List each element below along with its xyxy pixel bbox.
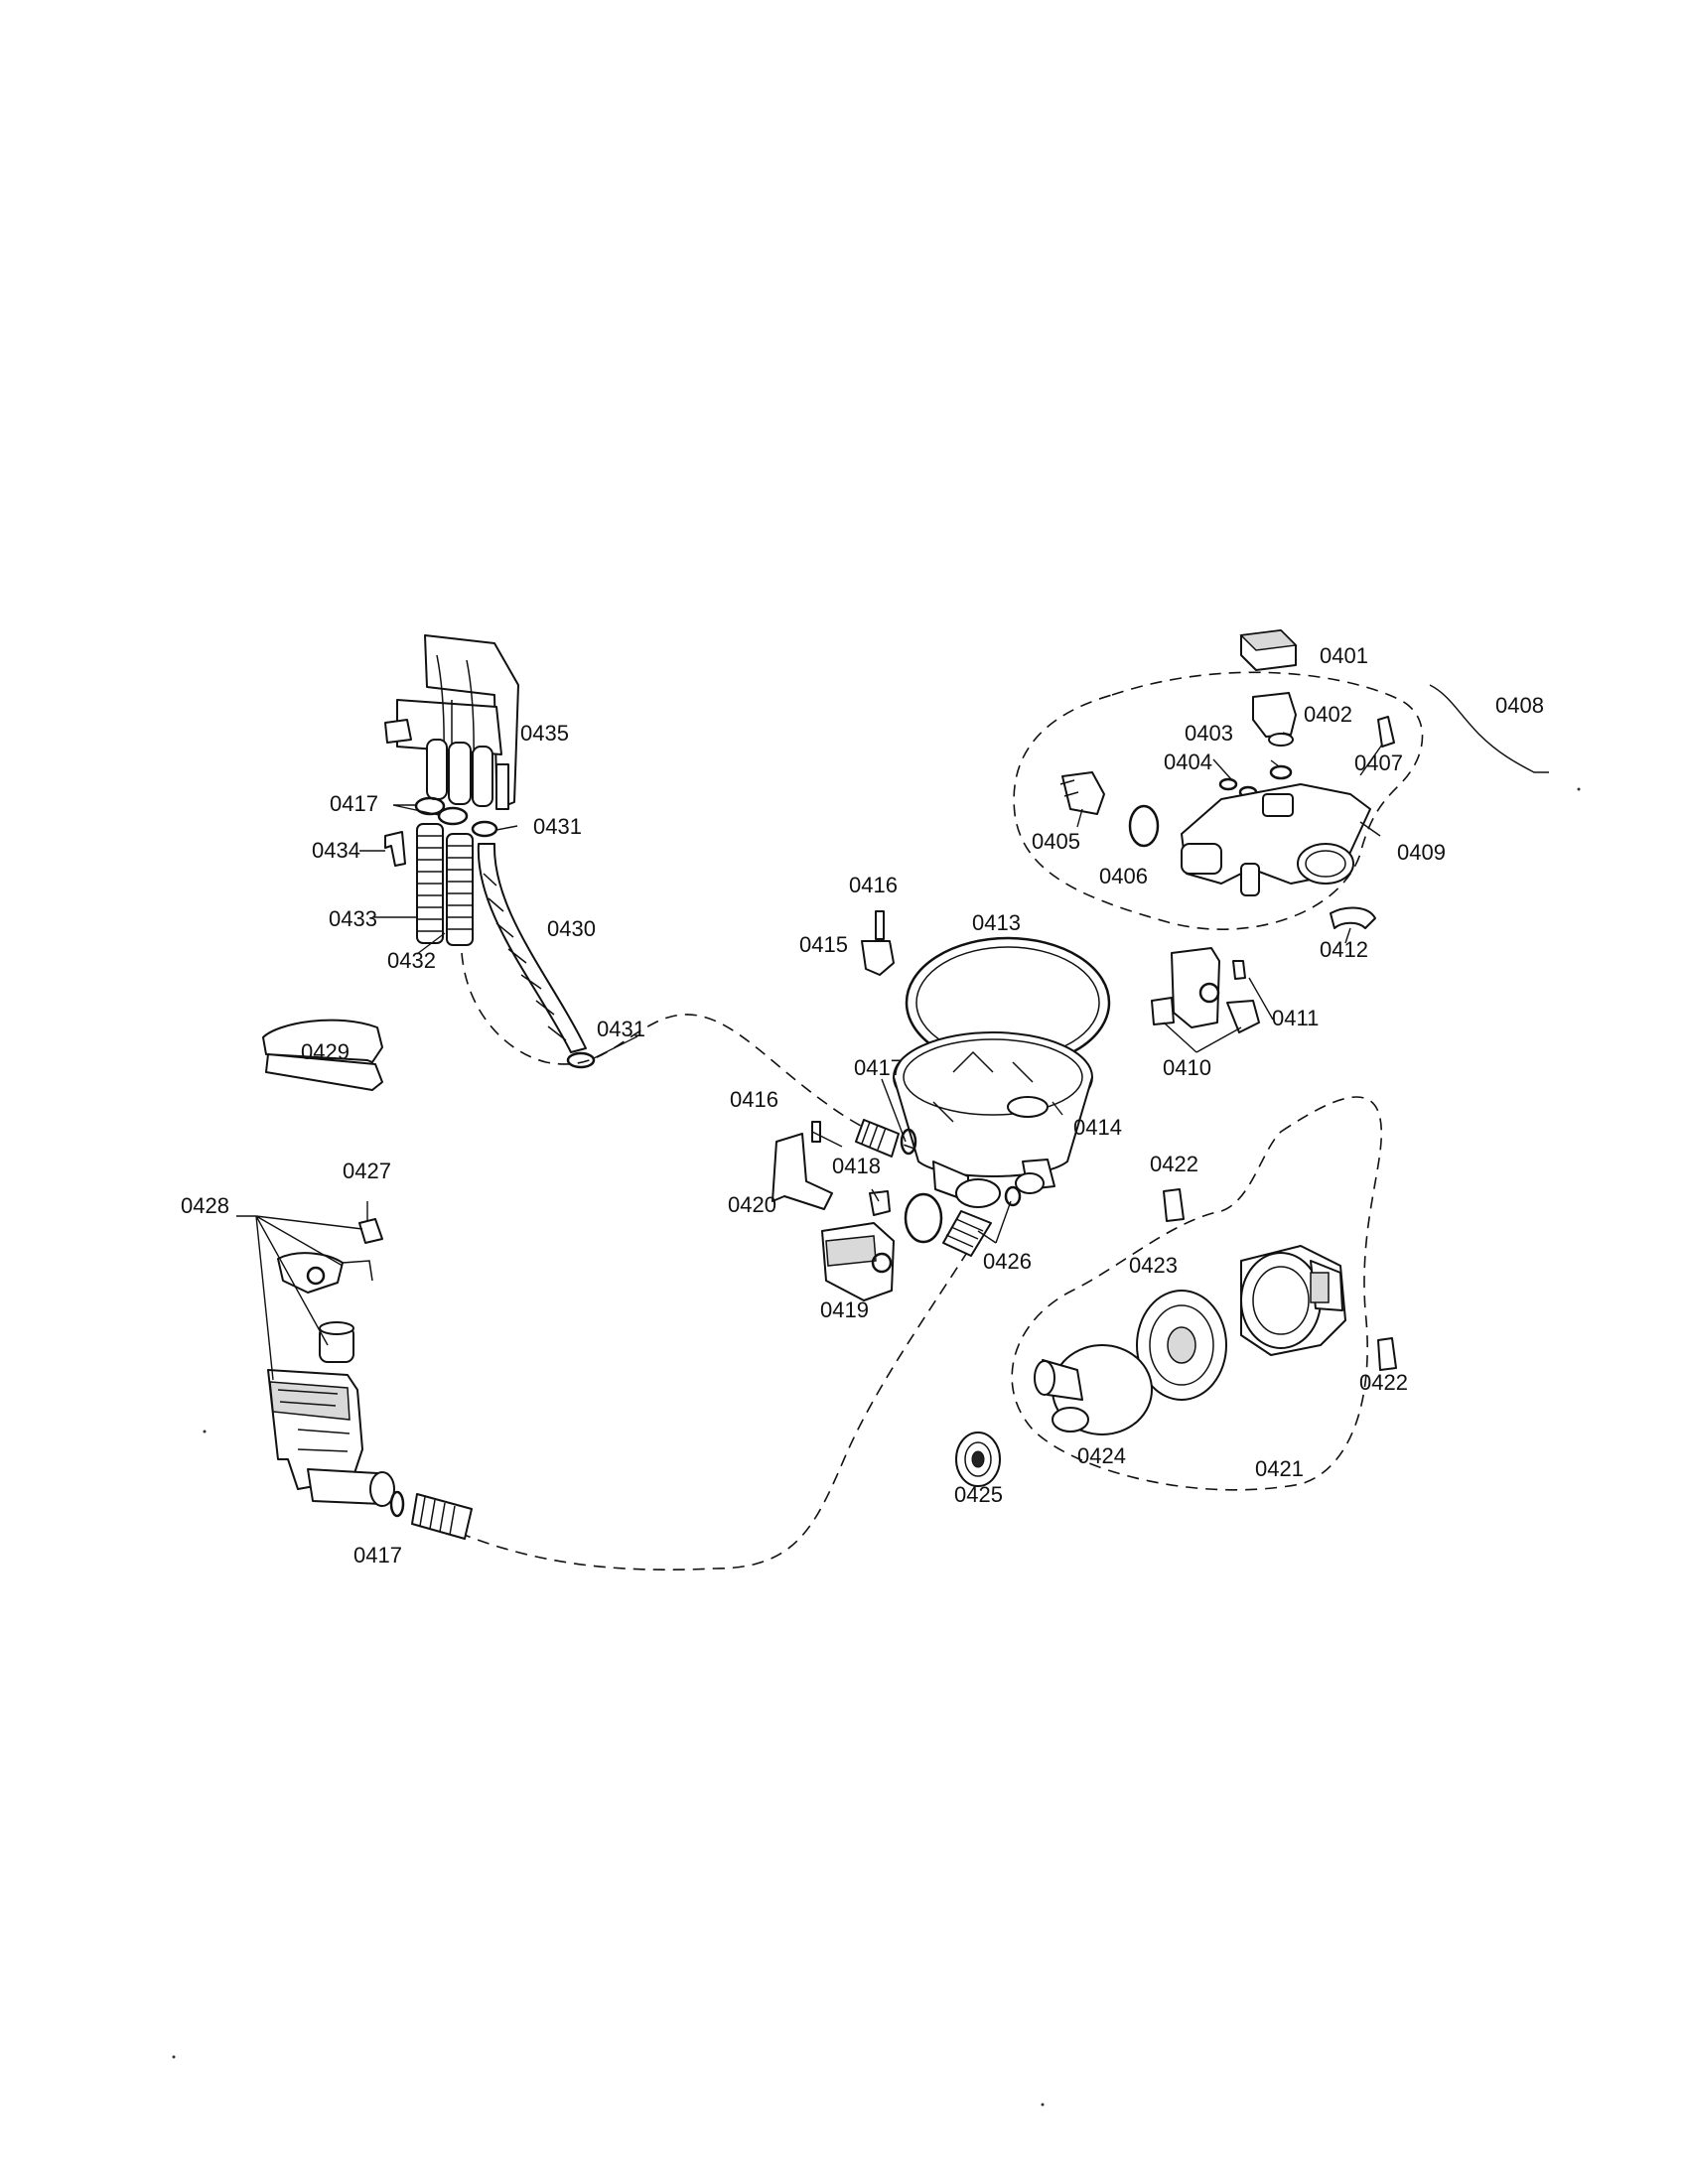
part-0415-clip xyxy=(861,940,895,976)
hose-route-lower xyxy=(461,1250,969,1571)
part-0429-cover xyxy=(262,1019,383,1091)
part-0406-oring xyxy=(1128,804,1160,848)
label-0401: 0401 xyxy=(1320,643,1368,668)
label-0415: 0415 xyxy=(799,932,848,957)
label-0423: 0423 xyxy=(1129,1253,1178,1278)
label-0417-bottom: 0417 xyxy=(353,1543,402,1568)
label-0435: 0435 xyxy=(520,721,569,746)
part-0434-bracket xyxy=(384,831,406,867)
part-0427-clip xyxy=(358,1218,383,1244)
part-0411-pin xyxy=(1232,960,1246,980)
label-0427: 0427 xyxy=(343,1159,391,1183)
part-0401-block xyxy=(1239,629,1298,671)
part-0417-ring-b xyxy=(437,806,469,826)
label-0431-top: 0431 xyxy=(533,814,582,839)
scan-speck xyxy=(1577,787,1581,791)
label-0421: 0421 xyxy=(1255,1456,1304,1481)
label-0410: 0410 xyxy=(1163,1055,1211,1080)
part-0408-wire xyxy=(1429,684,1549,773)
label-0432: 0432 xyxy=(387,948,436,973)
label-0425: 0425 xyxy=(954,1482,1003,1507)
part-0424-pump-housing xyxy=(1034,1344,1153,1435)
part-0423-impeller-housing xyxy=(1136,1290,1227,1401)
part-0414-sump xyxy=(893,1031,1093,1208)
label-0417-top: 0417 xyxy=(330,791,378,816)
label-0409: 0409 xyxy=(1397,840,1446,865)
part-0403-oring xyxy=(1269,764,1293,780)
part-labels: 0401 0402 0403 0404 0405 0406 0407 0408 … xyxy=(181,643,1544,1568)
label-0402: 0402 xyxy=(1304,702,1352,727)
part-0417-ring-a xyxy=(414,796,446,816)
part-0433-corrugated-hose xyxy=(416,823,444,944)
label-0422-right: 0422 xyxy=(1359,1370,1408,1395)
part-0428-drain-pump-assembly xyxy=(267,1218,395,1507)
part-0416-screw-top xyxy=(875,910,885,940)
label-0419: 0419 xyxy=(820,1297,869,1322)
label-0407: 0407 xyxy=(1354,751,1403,775)
part-0417-sump-hose xyxy=(855,1119,917,1158)
label-0406: 0406 xyxy=(1099,864,1148,888)
leader-lines xyxy=(236,732,1383,1381)
label-0416-top: 0416 xyxy=(849,873,898,897)
label-0408: 0408 xyxy=(1495,693,1544,718)
label-0405: 0405 xyxy=(1032,829,1080,854)
part-0404-oring-a xyxy=(1218,777,1238,791)
label-0414: 0414 xyxy=(1073,1115,1122,1140)
part-0407-clip xyxy=(1377,716,1395,748)
label-0420: 0420 xyxy=(728,1192,776,1217)
label-0430: 0430 xyxy=(547,916,596,941)
part-0430-braided-hose xyxy=(477,843,587,1053)
part-0420-bracket xyxy=(772,1133,833,1210)
label-0422-top: 0422 xyxy=(1150,1152,1198,1176)
part-0431-clamp-bottom xyxy=(566,1051,596,1069)
label-0428: 0428 xyxy=(181,1193,229,1218)
part-0422-clip-b xyxy=(1377,1337,1397,1371)
part-0412-clamp xyxy=(1330,906,1376,929)
label-0416-left: 0416 xyxy=(730,1087,778,1112)
label-0417-sump: 0417 xyxy=(854,1055,903,1080)
part-0416-screw-left xyxy=(811,1121,821,1143)
part-0417-ring-d xyxy=(904,1192,943,1244)
label-0429: 0429 xyxy=(301,1039,350,1064)
label-0411: 0411 xyxy=(1272,1006,1319,1030)
label-0434: 0434 xyxy=(312,838,360,863)
scan-speck xyxy=(1041,2103,1045,2107)
part-0435-dispenser-cover xyxy=(384,634,519,810)
part-0417-drain-hose-segment xyxy=(411,1493,473,1540)
hose-stack xyxy=(384,796,596,1069)
label-0413: 0413 xyxy=(972,910,1021,935)
part-0409-manifold xyxy=(1181,783,1371,896)
scan-speck xyxy=(172,2055,176,2059)
part-0402-connector xyxy=(1252,692,1297,747)
part-0432-corrugated-hose xyxy=(446,833,474,946)
part-0421-motor xyxy=(1240,1245,1346,1356)
part-0419-valve xyxy=(821,1222,895,1301)
label-0403: 0403 xyxy=(1185,721,1233,746)
label-0418: 0418 xyxy=(832,1154,881,1178)
label-0424: 0424 xyxy=(1077,1443,1126,1468)
assembly-0421-outline xyxy=(1011,1096,1383,1491)
label-0426: 0426 xyxy=(983,1249,1032,1274)
label-0412: 0412 xyxy=(1320,937,1368,962)
part-0418-clip xyxy=(869,1190,891,1216)
label-0404: 0404 xyxy=(1164,750,1212,774)
part-0431-clamp-top xyxy=(471,820,498,838)
part-0410-assembly xyxy=(1151,947,1260,1033)
part-0405-sensor xyxy=(1059,771,1105,815)
part-0426-hose xyxy=(942,1185,1022,1257)
part-0422-clip-a xyxy=(1163,1188,1185,1222)
label-0431-bottom: 0431 xyxy=(597,1017,645,1041)
label-0433: 0433 xyxy=(329,906,377,931)
hose-route-upper xyxy=(461,952,924,1153)
scan-speck xyxy=(203,1430,207,1433)
part-0417-ring-c xyxy=(389,1490,405,1518)
part-0425-grommet xyxy=(955,1432,1001,1487)
